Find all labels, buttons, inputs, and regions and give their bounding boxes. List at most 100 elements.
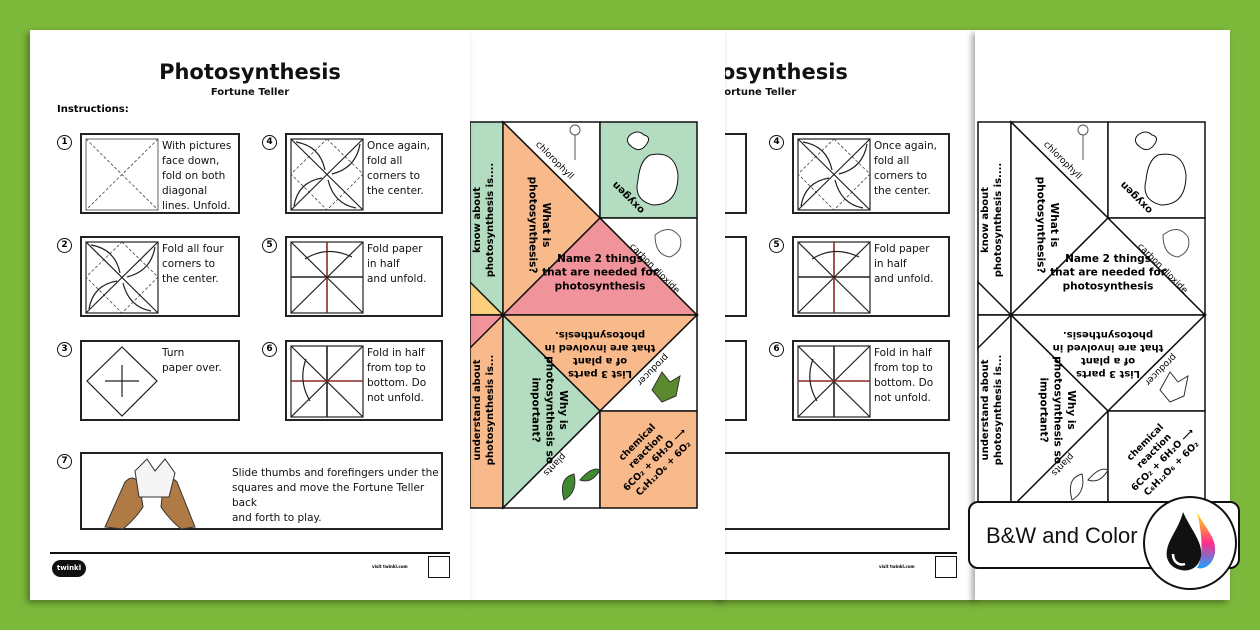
step-3-box bbox=[720, 340, 747, 421]
step-text: With pictures face down, fold on both di… bbox=[162, 140, 232, 212]
quality-seal-icon bbox=[935, 556, 957, 578]
label-line: Name 2 things bbox=[557, 253, 643, 265]
step-illustration bbox=[290, 138, 364, 211]
what-is-label: What isphotosynthesis? bbox=[1035, 177, 1061, 274]
label-line: of a plant bbox=[1081, 355, 1135, 366]
step-number: 5 bbox=[769, 238, 784, 253]
twinkl-logo: twinkl bbox=[52, 560, 86, 577]
chlorophyll-molecule-icon bbox=[1077, 124, 1089, 160]
step-illustration bbox=[85, 457, 196, 530]
what-is-label: What isphotosynthesis? bbox=[527, 177, 553, 274]
quality-seal-icon bbox=[428, 556, 450, 578]
visit-text: visit twinkl.com bbox=[879, 564, 915, 569]
label-line: important? bbox=[1038, 377, 1050, 442]
page-subtitle: Fortune Teller bbox=[210, 87, 290, 98]
step-5-box: Fold paper in half and unfold. bbox=[285, 236, 443, 317]
co2-bubble-icon bbox=[1162, 229, 1190, 258]
instructions-label: Instructions: bbox=[57, 104, 129, 115]
step-number: 6 bbox=[262, 342, 277, 357]
page-subtitle: Fortune Teller bbox=[720, 87, 797, 98]
co2-bubble-icon bbox=[654, 229, 682, 258]
label-line: photosynthesis. bbox=[1063, 329, 1153, 340]
visit-text: visit twinkl.com bbox=[372, 564, 408, 569]
label-line: What is bbox=[1048, 203, 1060, 248]
step-text: Fold in half from top to bottom. Do not … bbox=[367, 347, 427, 404]
label-line: photosynthesis is.... bbox=[993, 163, 1004, 277]
step-3-box: Turn paper over. bbox=[80, 340, 240, 421]
step-1-box: With pictures face down, fold on both di… bbox=[80, 133, 240, 214]
label-line: that are needed for bbox=[1050, 267, 1167, 279]
step-number: 4 bbox=[262, 135, 277, 150]
step-7-box: Slide thumbs and forefingers under the s… bbox=[80, 452, 443, 530]
label-line: know about bbox=[980, 187, 991, 253]
label-line: photosynthesis. bbox=[555, 329, 645, 340]
step-number: 4 bbox=[769, 135, 784, 150]
step-illustration bbox=[797, 241, 871, 314]
step-text: Turn paper over. bbox=[162, 347, 222, 374]
step-text: Once again, fold all corners to the cent… bbox=[874, 140, 937, 197]
label-line: List 3 parts bbox=[568, 368, 632, 379]
label-line: photosynthesis? bbox=[1035, 177, 1047, 274]
footer-divider bbox=[50, 552, 450, 554]
step-illustration bbox=[290, 241, 364, 314]
list-three-label: List 3 partsof a plantthat are involved … bbox=[545, 329, 656, 379]
label-line: What is bbox=[540, 203, 552, 248]
label-line: Why is bbox=[1065, 390, 1077, 429]
label-line: Why is bbox=[557, 390, 569, 429]
label-line: photosynthesis bbox=[1063, 280, 1154, 292]
chlorophyll-molecule-icon bbox=[569, 124, 581, 160]
producer-plant-icon bbox=[651, 371, 681, 403]
step-text: Fold in half from top to bottom. Do not … bbox=[874, 347, 934, 404]
label-line: Name 2 things bbox=[1065, 253, 1151, 265]
label-line: important? bbox=[530, 377, 542, 442]
strip-pink bbox=[977, 314, 1013, 350]
strip-pink bbox=[470, 314, 505, 350]
oxygen-bubble-icon bbox=[626, 131, 650, 151]
badge-label: B&W and Color bbox=[986, 523, 1138, 548]
step-text: Fold paper in half and unfold. bbox=[874, 243, 934, 285]
label-line: photosynthesis so bbox=[1051, 356, 1063, 464]
leaf-shape-icon bbox=[636, 153, 679, 206]
label-line: photosynthesis is... bbox=[993, 355, 1004, 466]
step-number: 7 bbox=[57, 454, 72, 469]
step-illustration bbox=[290, 345, 364, 418]
step-number: 1 bbox=[57, 135, 72, 150]
plants-leaves-icon bbox=[561, 468, 601, 501]
step-2-box: Fold all four corners to the center. bbox=[80, 236, 240, 317]
step-number: 5 bbox=[262, 238, 277, 253]
label-line: that are needed for bbox=[542, 267, 659, 279]
step-4-box: Once again, fold all corners to the cent… bbox=[792, 133, 950, 214]
producer-plant-icon bbox=[1159, 371, 1189, 403]
label-line: of a plant bbox=[573, 355, 627, 366]
step-5-box: Fold paper in half and unfold. bbox=[792, 236, 950, 317]
step-illustration bbox=[797, 345, 871, 418]
why-is-label: Why isphotosynthesis soimportant? bbox=[1038, 356, 1077, 464]
step-6-box: Fold in half from top to bottom. Do not … bbox=[792, 340, 950, 421]
step-illustration bbox=[85, 138, 159, 211]
step-7-box bbox=[720, 452, 950, 530]
label-line: photosynthesis bbox=[555, 280, 646, 292]
step-number: 3 bbox=[57, 342, 72, 357]
ink-drops-icon bbox=[1143, 496, 1237, 590]
label-line: photosynthesis? bbox=[527, 177, 539, 274]
step-text: Fold paper in half and unfold. bbox=[367, 243, 427, 285]
step-number: 2 bbox=[57, 238, 72, 253]
page-title: Photosynthesis bbox=[159, 60, 341, 84]
plants-leaves-icon bbox=[1069, 468, 1109, 501]
step-4-box: Once again, fold all corners to the cent… bbox=[285, 133, 443, 214]
step-illustration bbox=[85, 241, 159, 314]
step-6-box: Fold in half from top to bottom. Do not … bbox=[285, 340, 443, 421]
label-line: photosynthesis is.... bbox=[485, 163, 496, 277]
page-title: Photosynthesis bbox=[720, 60, 848, 84]
step-illustration bbox=[797, 138, 871, 211]
